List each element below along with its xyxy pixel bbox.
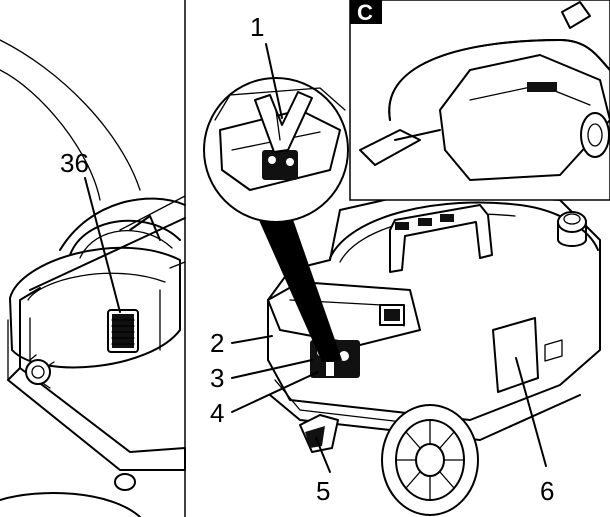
main-machine (267, 191, 601, 453)
zoom-cone (250, 188, 342, 362)
bottom-circle-fragment (0, 491, 141, 517)
callout-2: 2 (210, 328, 224, 358)
left-opened-machine (0, 39, 186, 491)
rear-wheel (381, 404, 479, 516)
callout-1: 1 (250, 12, 264, 42)
callout-6: 6 (540, 476, 554, 506)
leader-lines (84, 43, 547, 473)
callout-36: 36 (60, 148, 89, 178)
panel-c (349, 0, 610, 201)
panel-c-label-box (350, 0, 382, 24)
callout-4: 4 (210, 398, 224, 428)
panel-c-label: C (357, 0, 373, 25)
magnifier-detail (203, 77, 349, 223)
callout-5: 5 (316, 476, 330, 506)
callout-3: 3 (210, 363, 224, 393)
